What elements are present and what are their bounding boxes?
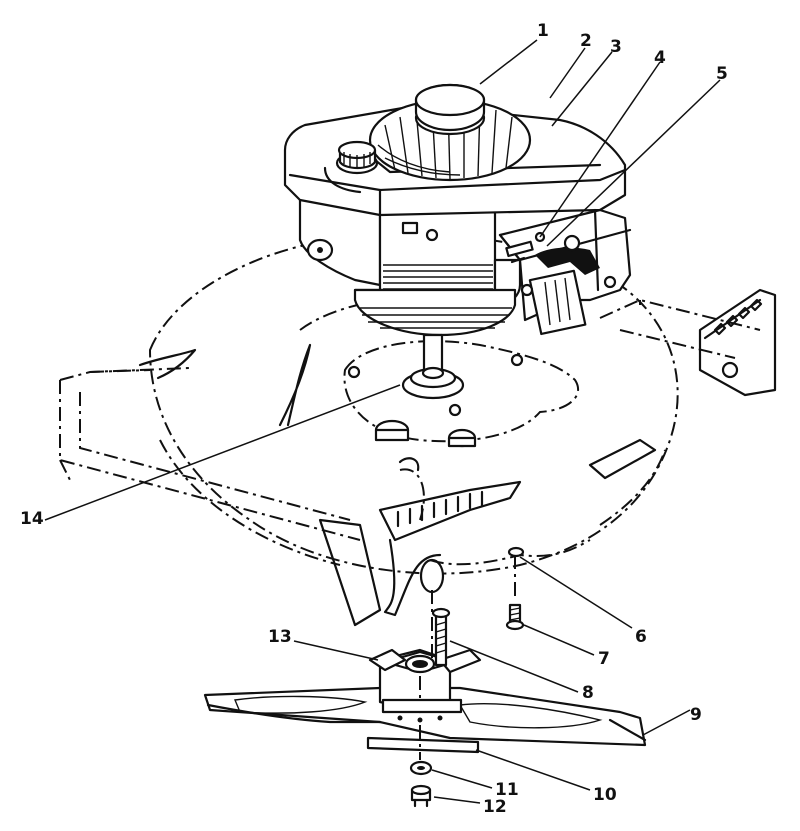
callout-10: 10 <box>593 785 617 805</box>
front-height-adjuster <box>378 457 591 617</box>
callout-13: 13 <box>268 627 292 647</box>
left-handle-bracket <box>59 367 382 627</box>
callout-8: 8 <box>582 683 594 703</box>
callout-7: 7 <box>598 649 610 669</box>
callouts: 1 2 3 4 5 6 7 8 9 10 11 12 13 14 <box>20 21 728 817</box>
leader-lines <box>44 39 721 804</box>
callout-9: 9 <box>690 705 702 725</box>
blade-adapter <box>368 648 482 723</box>
callout-5: 5 <box>716 64 728 84</box>
muffler-carburetor <box>498 208 632 336</box>
engine <box>283 83 632 417</box>
callout-3: 3 <box>610 37 622 57</box>
callout-4: 4 <box>654 48 666 68</box>
fuel-cap <box>335 140 379 175</box>
callout-12: 12 <box>483 797 507 817</box>
callout-14: 14 <box>20 509 44 529</box>
callout-1: 1 <box>537 21 549 41</box>
callout-6: 6 <box>635 627 647 647</box>
callout-2: 2 <box>580 31 592 51</box>
crankshaft-adapter <box>347 333 524 417</box>
right-handle-bracket <box>599 288 777 397</box>
callout-11: 11 <box>495 780 519 800</box>
blade-assembly <box>203 546 647 808</box>
